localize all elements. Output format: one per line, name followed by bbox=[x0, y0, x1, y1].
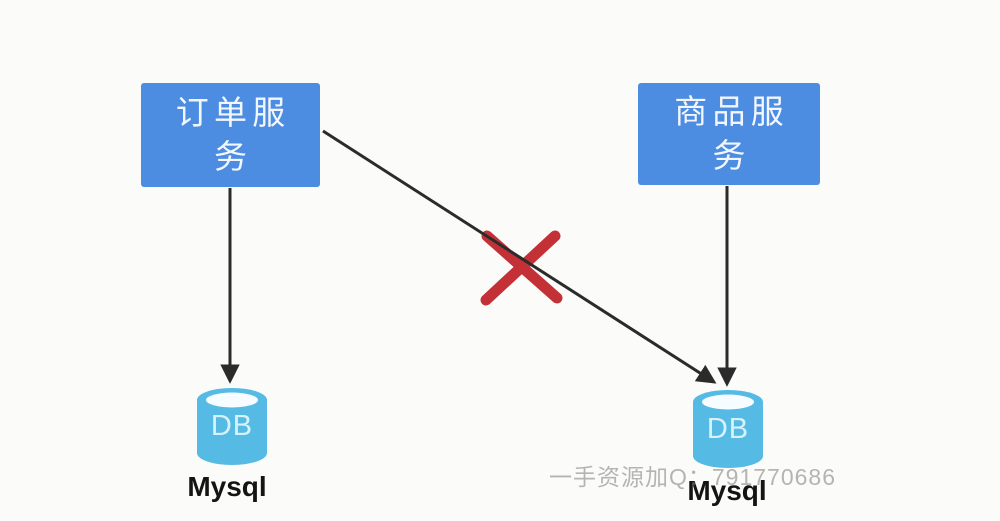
product-service-label-line-1: 商品服 bbox=[674, 93, 790, 131]
order-db-cylinder-opening bbox=[206, 392, 258, 408]
watermark-text: 一手资源加Q：791770686 bbox=[549, 464, 837, 490]
product-db-name: Mysql bbox=[687, 475, 767, 506]
order-service-label-line-2: 务 bbox=[213, 138, 253, 175]
product-db-cylinder-icon bbox=[693, 390, 763, 468]
order-db-cylinder-icon bbox=[197, 388, 267, 465]
order-service-box: 订单服 务 bbox=[141, 83, 320, 187]
product-db-cylinder-opening bbox=[702, 394, 754, 410]
product-db-cylinder-body bbox=[693, 390, 763, 468]
order-db-label: DB bbox=[210, 410, 254, 442]
forbidden-cross-icon bbox=[480, 230, 563, 306]
product-db-label: DB bbox=[706, 413, 750, 445]
order-db-cylinder-body bbox=[197, 388, 267, 465]
order-db-name: Mysql bbox=[187, 471, 267, 502]
product-service-box: 商品服 务 bbox=[638, 83, 820, 185]
product-service-label-line-2: 务 bbox=[712, 137, 751, 174]
order-service-label-line-1: 订单服 bbox=[175, 94, 291, 132]
arrow-order-service-to-product-db-forbidden bbox=[322, 129, 717, 384]
